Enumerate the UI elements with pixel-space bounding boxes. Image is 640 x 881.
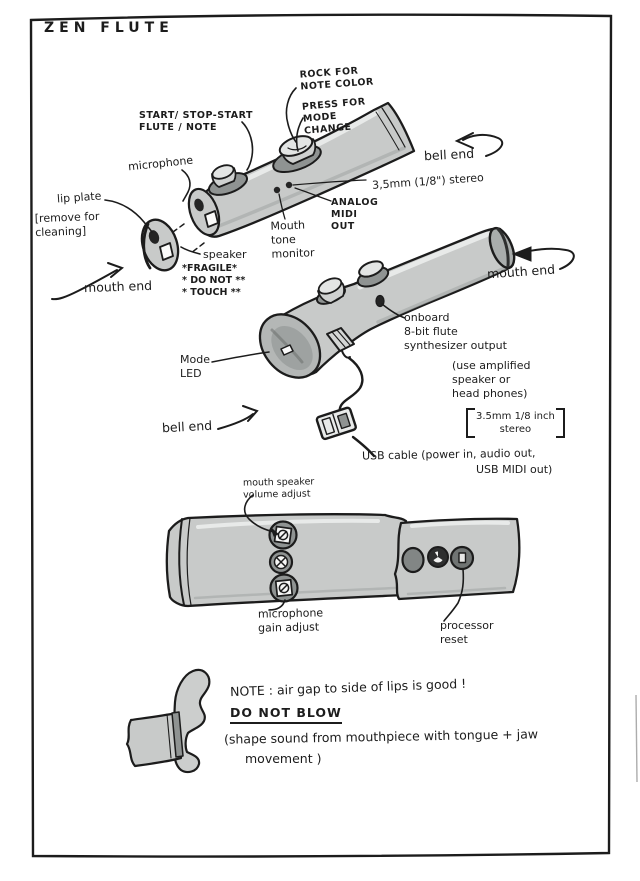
processor-reset-label: processor reset — [440, 619, 494, 646]
amplified-speaker-label: (use amplified speaker or head phones) — [452, 359, 531, 400]
speaker-label: speaker — [203, 248, 247, 261]
mouth-end2-arrow — [520, 247, 575, 270]
mouth-end2-arrowhead — [511, 246, 532, 262]
panel-highlight — [196, 518, 380, 529]
flute-adjust-view — [165, 513, 521, 608]
mouth-tone-monitor-label: Mouth tone monitor — [270, 218, 315, 261]
mouth-end-arrow — [51, 269, 118, 301]
mouth-end-arrowhead — [107, 262, 125, 278]
usb-connector — [315, 406, 357, 441]
analog-midi-out-label: ANALOG MIDI OUT — [331, 197, 379, 232]
stereo-spec-box: 3.5mm 1/8 inch stereo — [466, 408, 565, 438]
vent-hole — [401, 546, 425, 574]
speaker-leader — [180, 246, 201, 255]
side-button-a-top — [317, 277, 343, 295]
speaker-slot — [204, 210, 219, 228]
monitor-hole — [273, 186, 281, 194]
tube-end-line — [166, 713, 172, 759]
fragile-warning: *FRAGILE* * DO NOT ** * TOUCH ** — [182, 263, 246, 298]
plug-knurl — [331, 329, 351, 348]
alignment-dash — [172, 223, 185, 233]
usb-midi-label: USB MIDI out) — [476, 463, 553, 476]
bell-hatch — [381, 107, 406, 148]
reset-leader — [443, 568, 465, 622]
mode-led-leader — [211, 351, 270, 363]
border-frame — [29, 13, 613, 858]
mode-led — [280, 344, 294, 356]
lip-plate-hole — [148, 230, 160, 244]
mid-screw — [268, 549, 294, 575]
mouth-tone-leader — [278, 193, 286, 220]
rock-leader — [285, 87, 297, 143]
flute-top-view — [140, 101, 416, 272]
fan-screw — [427, 546, 449, 568]
leader-lines-top — [51, 87, 504, 301]
tube-end-band — [171, 711, 184, 758]
microphone-hole — [194, 198, 204, 212]
leader-lines-side — [211, 246, 575, 430]
gain-adjust-label: microphone gain adjust — [257, 606, 324, 635]
start-stop-label: START/ STOP-START FLUTE / NOTE — [139, 110, 254, 133]
lip-plate-rim — [142, 222, 152, 270]
volume-leader — [243, 494, 275, 533]
volume-adjust-label: mouth speaker volume adjust — [242, 476, 315, 501]
bell-end2-arrow — [217, 413, 254, 430]
flute-side-view — [258, 226, 516, 458]
bell-end-label-1: bell end — [423, 145, 475, 164]
page-title: ZEN FLUTE — [44, 20, 174, 36]
lip-plate-slot — [159, 242, 174, 261]
bell-end2-arrowhead — [242, 405, 259, 422]
body2-shade — [376, 266, 507, 324]
leader-lines-adjust — [243, 494, 465, 622]
start-stop-button-top — [211, 164, 235, 180]
microphone-leader — [181, 169, 191, 202]
monitor-hole — [285, 181, 293, 189]
panel-endcap-line — [186, 517, 192, 606]
panel2-shade — [406, 586, 507, 596]
page-edge-artifact — [635, 694, 638, 783]
usb-cable-tail — [351, 435, 376, 458]
body-shade — [212, 146, 406, 230]
analog-leader — [294, 187, 332, 202]
gain-leader — [268, 599, 286, 611]
plug-neck — [341, 350, 351, 359]
cap2-ring — [496, 227, 510, 268]
side-button-b-top — [358, 260, 384, 278]
mouthpiece-lips-sketch — [125, 668, 211, 774]
lip-plate-note: [remove for cleaning] — [34, 209, 100, 239]
mouth-end-label-1: mouth end — [83, 277, 153, 296]
start-leader — [241, 121, 254, 171]
bell-hatch — [375, 111, 400, 151]
panel2-highlight — [410, 520, 510, 528]
do-not-blow-note: DO NOT BLOW — [230, 705, 342, 724]
bell-end-arrow — [462, 133, 504, 157]
gain-knob — [269, 573, 299, 603]
bell-end-label-2: bell end — [161, 417, 213, 436]
movement-note: movement ) — [245, 751, 322, 766]
mouthpiece-tube — [125, 711, 183, 768]
onboard-synth-label: onboard 8-bit flute synthesizer output — [404, 311, 507, 352]
bell-end-arrowhead — [454, 132, 474, 149]
press-leader — [295, 117, 304, 152]
stereo-leader — [292, 179, 367, 186]
panel-endcap-line — [178, 518, 185, 606]
volume-knob — [268, 520, 298, 550]
volume-arrowhead — [270, 527, 279, 537]
press-for-mode-change-label: PRESS FOR MODE CHANGE — [301, 96, 367, 137]
lip-plate-leader — [104, 199, 153, 233]
onboard-leader — [381, 303, 406, 319]
mode-led-label: Mode LED — [180, 353, 210, 380]
reset-button — [449, 545, 475, 571]
